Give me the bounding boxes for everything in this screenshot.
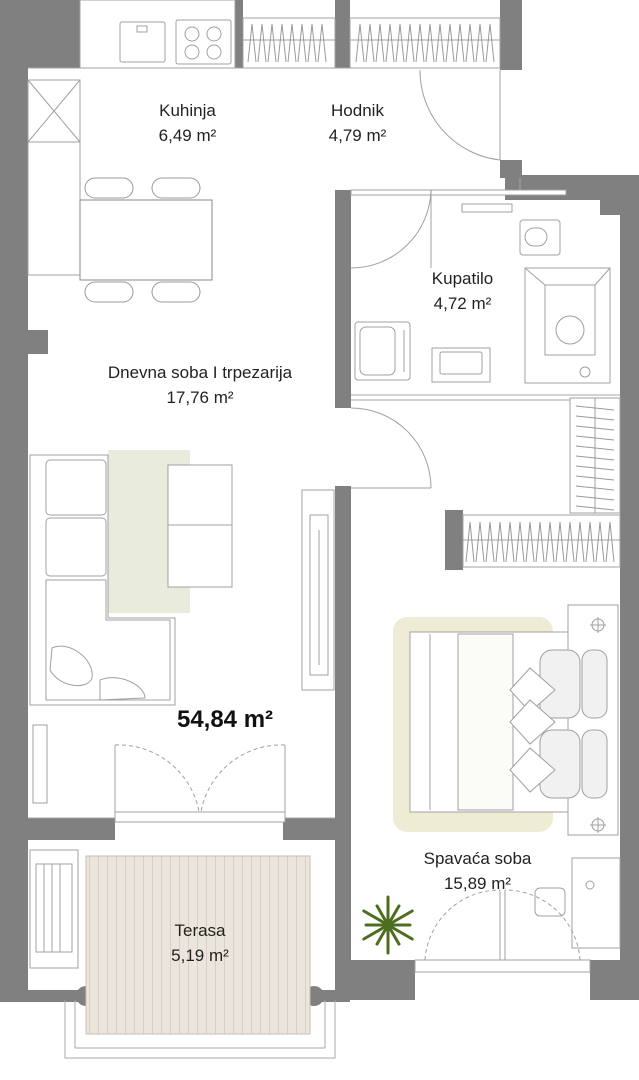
room-label-living: Dnevna soba I trpezarija 17,76 m²	[60, 360, 340, 410]
room-name: Hodnik	[331, 101, 384, 120]
room-area: 17,76 m²	[166, 388, 234, 407]
room-label-kitchen: Kuhinja 6,49 m²	[140, 98, 235, 148]
room-area: 4,72 m²	[433, 294, 492, 313]
nightstand-lamps	[590, 617, 606, 833]
tv-unit	[301, 489, 335, 691]
room-area: 6,49 m²	[158, 126, 217, 145]
dining-set	[79, 177, 213, 303]
room-label-hallway: Hodnik 4,79 m²	[305, 98, 410, 148]
coffee-tables	[167, 464, 233, 588]
terrace-railing	[64, 1000, 336, 1059]
kitchen-side-counter	[27, 79, 81, 276]
room-area: 4,79 m²	[328, 126, 387, 145]
walls	[0, 0, 639, 1002]
total-area: 54,84 m²	[176, 706, 274, 733]
desk	[534, 857, 621, 949]
room-area: 5,19 m²	[171, 946, 229, 965]
living-inner-door	[350, 407, 432, 489]
living-radiator	[32, 724, 48, 804]
living-balcony-door	[114, 744, 286, 823]
ac-unit	[29, 849, 79, 969]
room-name: Kuhinja	[159, 101, 216, 120]
room-name: Kupatilo	[431, 269, 494, 288]
room-name: Terasa	[174, 921, 226, 940]
bathroom-fixtures	[350, 189, 611, 384]
sofa	[29, 454, 176, 706]
terrace-floor	[85, 855, 311, 1035]
room-label-bathroom: Kupatilo 4,72 m²	[410, 266, 515, 316]
entrance-door	[419, 69, 501, 161]
bedroom-window-door	[414, 889, 591, 973]
room-name: Spavaća soba	[423, 849, 532, 868]
room-name: Dnevna soba I trpezarija	[107, 363, 293, 382]
room-label-terrace: Terasa 5,19 m²	[145, 918, 255, 968]
room-label-bedroom: Spavaća soba 15,89 m²	[395, 846, 560, 896]
bed	[409, 604, 619, 836]
kitchen-counter	[79, 0, 236, 69]
hallway-hangers	[247, 23, 495, 63]
room-area: 15,89 m²	[443, 874, 512, 893]
plant	[362, 895, 414, 955]
bedroom-hangers	[465, 405, 615, 563]
